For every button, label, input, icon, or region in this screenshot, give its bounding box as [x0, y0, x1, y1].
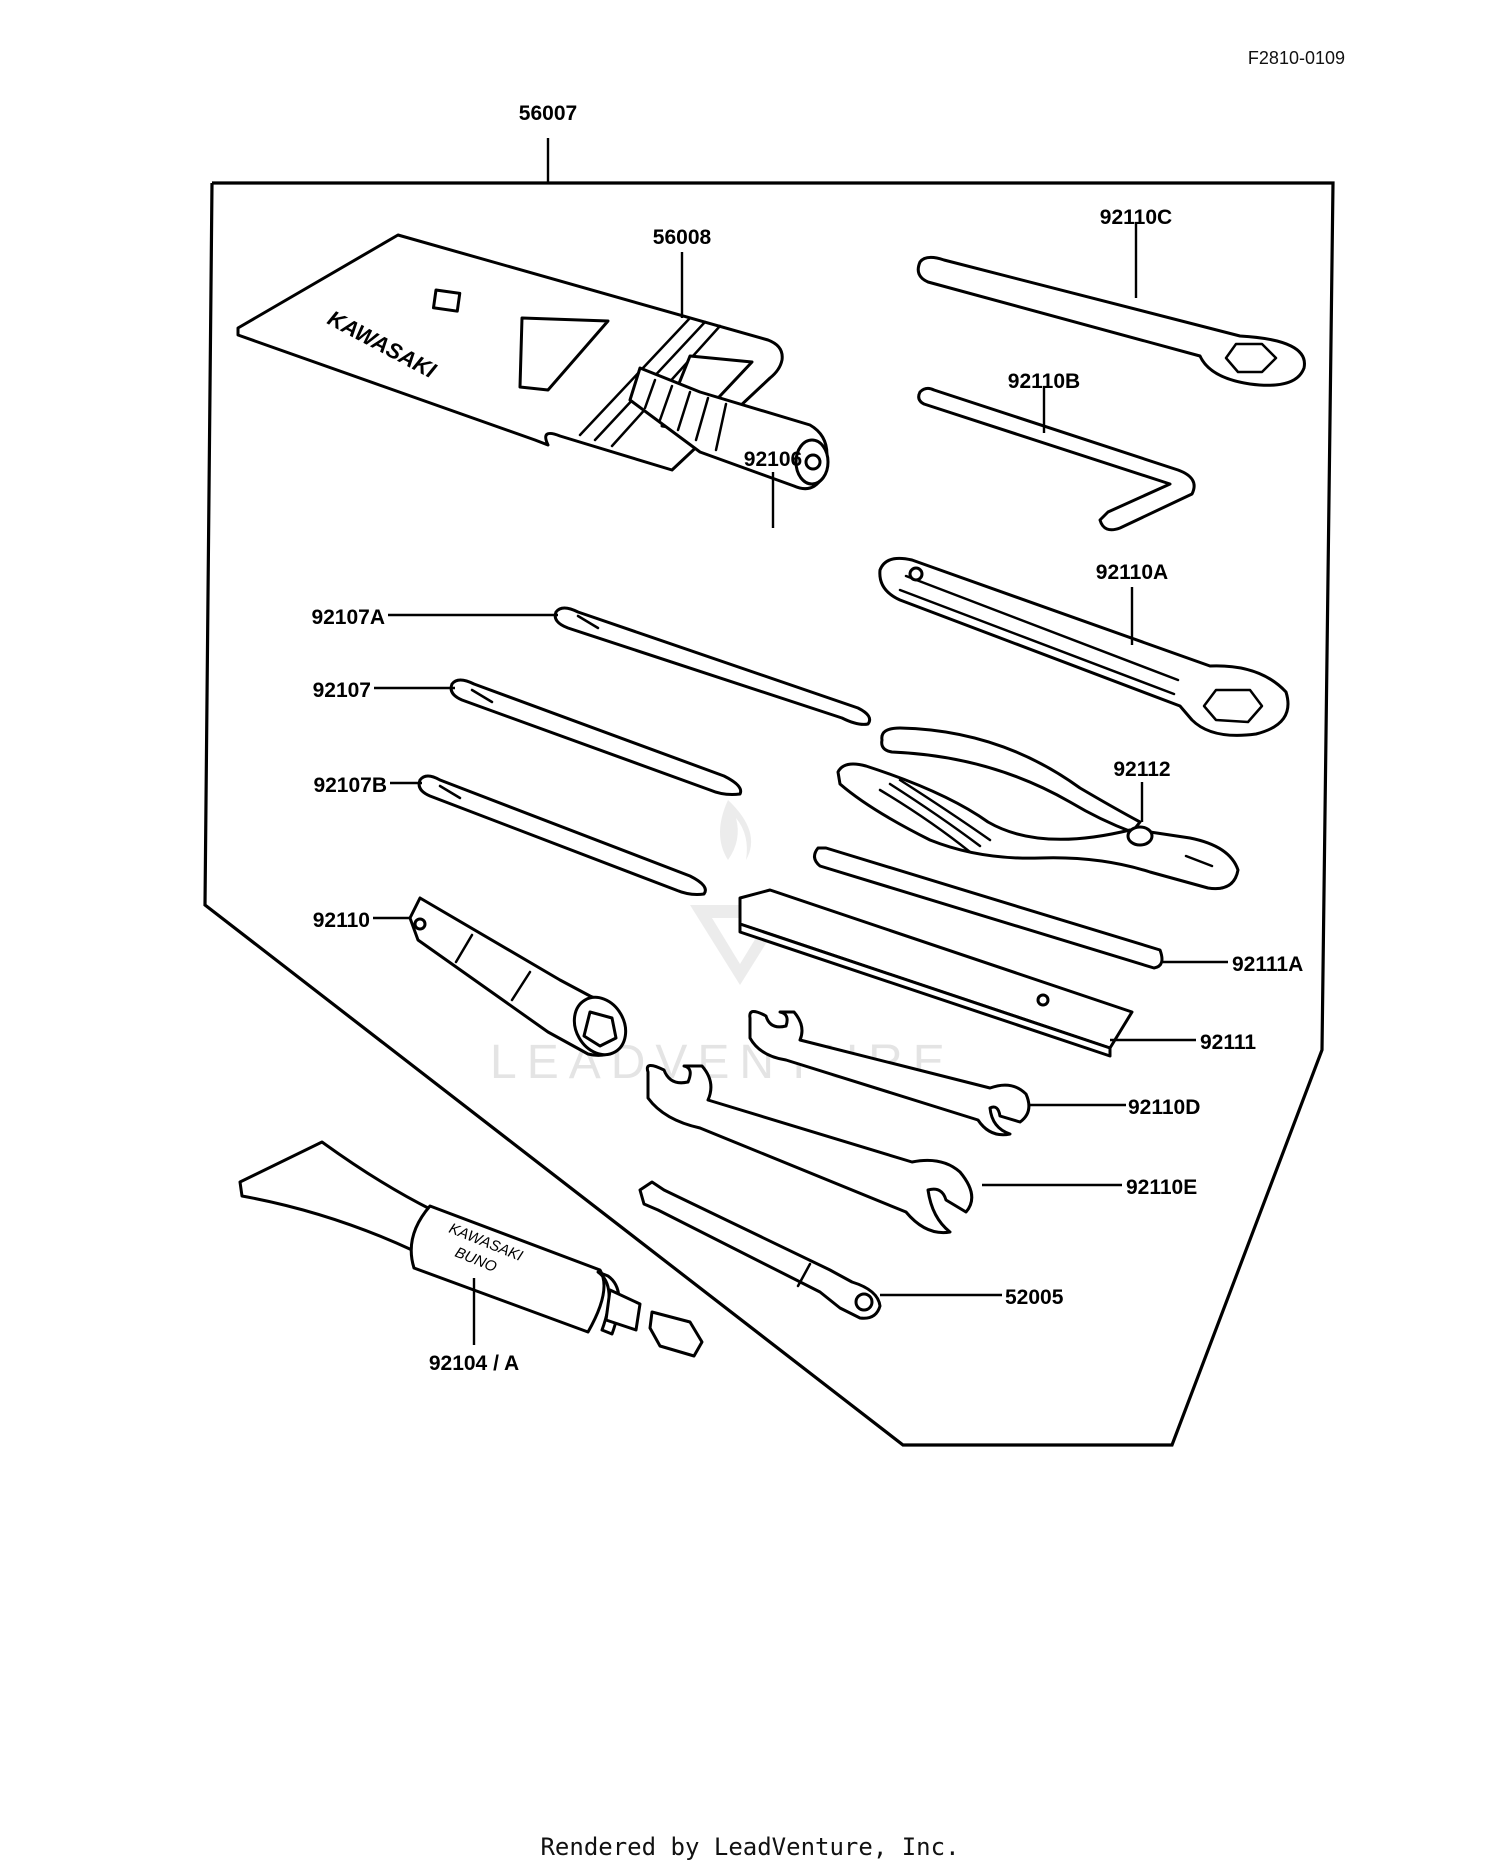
label-92111a: 92111A: [1232, 953, 1303, 976]
open-wrench-92110e: [645, 1064, 974, 1235]
hex-key: [917, 386, 1196, 532]
spoke-tool: [638, 1180, 882, 1320]
label-92107b: 92107B: [313, 774, 387, 797]
grease-tube: KAWASAKI BUNO: [238, 1140, 704, 1358]
plug-wrench: [408, 896, 628, 1057]
screwdriver-92107b: [417, 774, 707, 896]
open-wrench-92110d: [748, 1010, 1031, 1137]
label-92106: 92106: [744, 448, 802, 471]
diagram-code: F2810-0109: [1248, 48, 1345, 68]
label-92110d: 92110D: [1128, 1096, 1200, 1119]
label-92110c: 92110C: [1100, 206, 1172, 229]
label-92110a: 92110A: [1096, 561, 1168, 584]
label-92107: 92107: [313, 679, 371, 702]
label-92112: 92112: [1113, 758, 1170, 781]
pliers: [836, 726, 1240, 891]
label-92107a: 92107A: [311, 606, 385, 629]
bar-92111a: [813, 846, 1164, 970]
flat-bar: [738, 888, 1134, 1058]
label-56007: 56007: [519, 102, 577, 125]
label-56008: 56008: [653, 226, 712, 249]
driver-handle: [628, 366, 830, 491]
kit-frame: [203, 138, 1335, 1447]
ring-wrench-92110c: [916, 255, 1306, 387]
label-92110: 92110: [313, 909, 370, 932]
screwdriver-92107a: [553, 606, 872, 726]
label-92111: 92111: [1200, 1031, 1256, 1054]
label-92104-a: 92104 / A: [429, 1352, 519, 1375]
label-52005: 52005: [1005, 1286, 1064, 1309]
ring-wrench-92110a: [878, 556, 1290, 737]
footer-credit: Rendered by LeadVenture, Inc.: [540, 1833, 959, 1861]
label-92110b: 92110B: [1008, 370, 1080, 393]
label-92110e: 92110E: [1126, 1176, 1197, 1199]
screwdriver-92107: [449, 678, 743, 796]
